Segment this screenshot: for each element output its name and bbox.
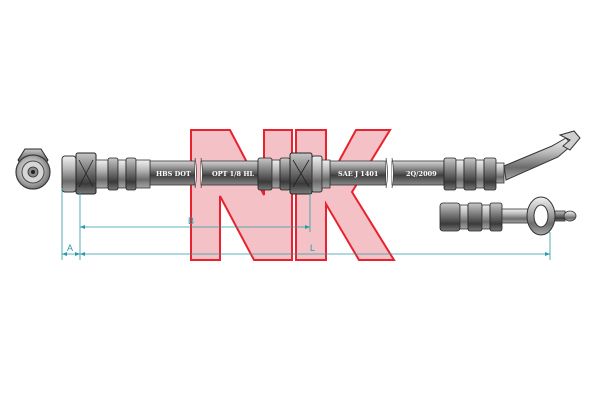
right-end-fitting	[443, 130, 581, 191]
hose-body	[149, 157, 445, 189]
hose-print-label: HBS DOT	[156, 170, 191, 178]
fitting-end-view	[15, 148, 51, 190]
banjo-fitting	[439, 196, 577, 236]
hose-print-label: OPT 1/8 HL	[212, 170, 254, 178]
dimension-label-b: B	[188, 216, 194, 226]
nk-logo-letter-n	[190, 129, 293, 261]
hose-print-label: SAE J 1401	[338, 170, 378, 178]
middle-bracket-fitting	[257, 152, 331, 195]
hose-print-label: 2Q/2009	[406, 170, 437, 178]
dimension-lines	[61, 188, 551, 260]
nk-logo	[190, 129, 396, 261]
dimension-arrow	[75, 252, 80, 256]
dimension-arrow	[305, 225, 310, 229]
dimension-label-a: A	[67, 243, 73, 253]
dimension-arrow	[80, 225, 85, 229]
dimension-arrow	[62, 252, 67, 256]
left-end-fitting	[61, 152, 151, 195]
dimension-arrow	[545, 252, 550, 256]
nk-logo-letter-k	[295, 129, 396, 261]
dimension-arrow	[80, 252, 85, 256]
dimension-label-l: L	[310, 243, 315, 253]
